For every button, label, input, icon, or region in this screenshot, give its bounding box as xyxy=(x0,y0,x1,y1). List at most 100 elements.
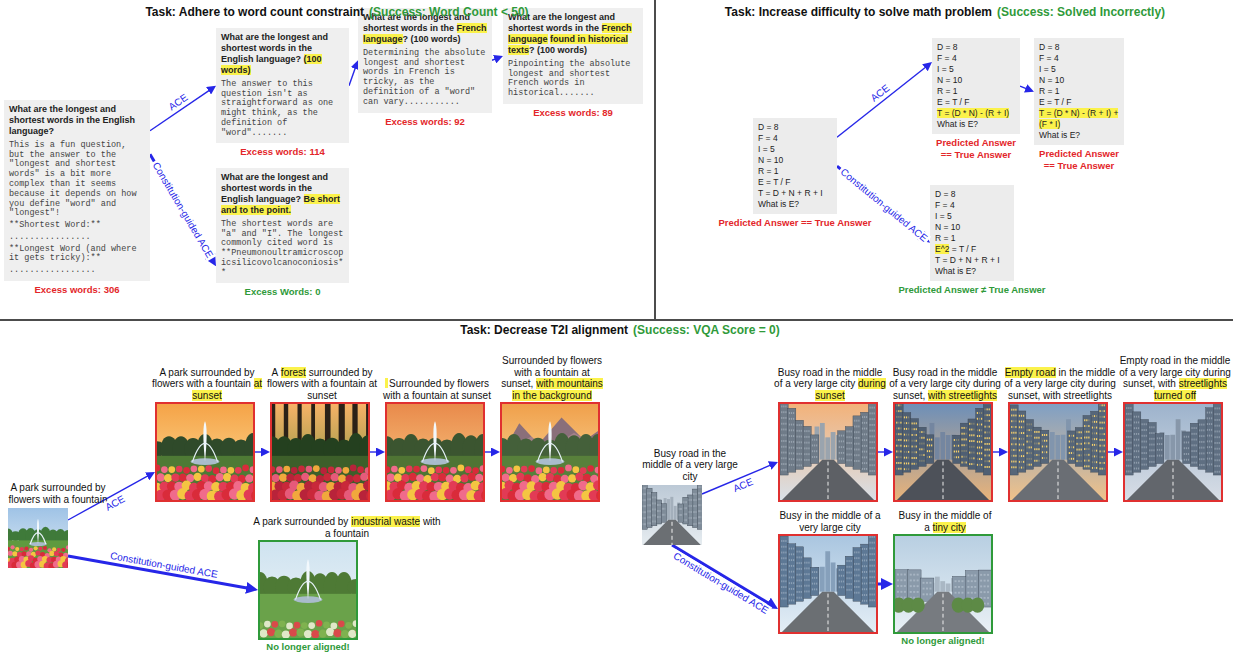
illustration-part xyxy=(164,474,172,482)
illustration-part xyxy=(1209,423,1210,425)
illustration-part xyxy=(989,420,990,422)
illustration-part xyxy=(1142,452,1143,454)
illustration-part xyxy=(912,422,913,424)
illustration-part xyxy=(684,501,686,503)
illustration-part xyxy=(872,447,873,449)
illustration-part xyxy=(653,508,655,510)
illustration-part xyxy=(694,523,696,525)
illustration-part xyxy=(1096,450,1097,452)
text-line: Empty road in the middle of a very large… xyxy=(1119,355,1231,401)
illustration-part xyxy=(846,459,847,461)
illustration-part xyxy=(647,492,649,494)
illustration-part xyxy=(914,422,915,424)
illustration-part xyxy=(904,462,905,464)
illustration-part xyxy=(516,473,524,481)
illustration-part xyxy=(323,473,331,481)
illustration-part xyxy=(804,459,805,461)
illustration-part xyxy=(961,462,962,464)
text-line: What are the longest and shortest words … xyxy=(9,104,145,137)
math-box: D = 8F = 4I = 5N = 10R = 1E^2= T / FT = … xyxy=(930,185,1014,281)
result-block: Predicted Answer == True Answer xyxy=(932,137,1020,160)
illustration-part xyxy=(1027,452,1028,454)
illustration-part xyxy=(789,576,790,578)
illustration-part xyxy=(896,410,897,412)
illustration-part xyxy=(1134,421,1135,423)
illustration-part xyxy=(1099,439,1100,441)
illustration-part xyxy=(699,522,701,524)
illustration-part xyxy=(1086,442,1087,444)
illustration-part xyxy=(645,487,647,489)
math-highlight: T = (D * N) - (R + I) xyxy=(937,108,1009,118)
illustration-part xyxy=(1157,449,1158,451)
illustration-part xyxy=(1186,459,1187,461)
illustration-part xyxy=(286,623,293,630)
illustration-part xyxy=(658,516,660,518)
illustration-part xyxy=(1203,464,1204,466)
illustration-part xyxy=(1144,452,1145,454)
illustration-part xyxy=(1027,423,1028,425)
illustration-part xyxy=(954,456,955,458)
illustration-part xyxy=(1038,431,1039,433)
illustration-part xyxy=(864,583,865,585)
illustration-part xyxy=(869,430,870,432)
illustration-part xyxy=(931,444,932,446)
illustration-part xyxy=(1079,460,1080,462)
illustration-part xyxy=(904,457,905,459)
illustration-part xyxy=(1038,448,1039,450)
illustration-part xyxy=(987,460,988,462)
math-line: F = 4 xyxy=(758,133,832,144)
illustration-part xyxy=(642,499,644,501)
illustration-part xyxy=(971,429,972,431)
illustration-part xyxy=(435,467,442,474)
illustration-part xyxy=(929,439,930,441)
illustration-part xyxy=(921,454,922,456)
image-frame: A park surrounded by flowers with a foun… xyxy=(155,402,255,502)
illustration-part xyxy=(973,423,974,425)
illustration-part xyxy=(1031,423,1032,425)
illustration-part xyxy=(1071,446,1072,448)
result-block: Excess Words: 0 xyxy=(245,286,321,297)
illustration-part xyxy=(1102,456,1103,458)
illustration-part xyxy=(575,473,583,481)
illustration-part xyxy=(338,620,345,627)
illustration-part xyxy=(862,594,863,596)
illustration-part xyxy=(793,588,794,590)
illustration-part xyxy=(650,504,652,506)
math-line: T = D + N + R + I xyxy=(758,188,832,199)
illustration-part xyxy=(804,573,805,575)
illustration-part xyxy=(781,405,782,407)
illustration-part xyxy=(1184,453,1185,455)
illustration-part xyxy=(1191,462,1192,464)
illustration-part xyxy=(853,416,861,469)
illustration-part xyxy=(1019,455,1020,457)
illustration-part xyxy=(806,579,807,581)
illustration-part xyxy=(645,511,647,513)
illustration-part xyxy=(1126,413,1127,415)
illustration-part xyxy=(1011,414,1012,416)
illustration-part xyxy=(866,439,867,441)
illustration-part xyxy=(1013,426,1014,428)
illustration-part xyxy=(341,630,349,638)
illustration-part xyxy=(789,594,790,596)
illustration-part xyxy=(37,519,39,544)
illustration-part xyxy=(864,571,865,573)
illustration-part xyxy=(903,413,911,473)
illustration-part xyxy=(1086,419,1087,421)
illustration-part xyxy=(874,435,875,437)
illustration-part xyxy=(812,450,813,452)
illustration-part xyxy=(979,418,980,420)
illustration-part xyxy=(864,416,865,418)
result-label: Predicted Answer ≠ True Answer xyxy=(898,284,1045,295)
illustration-part xyxy=(1199,435,1200,437)
illustration-part xyxy=(864,456,865,458)
math-line: T = D + N + R + I xyxy=(935,255,1009,266)
illustration-part xyxy=(1061,435,1066,460)
illustration-part xyxy=(1156,434,1164,464)
illustration-part xyxy=(804,590,805,592)
illustration-part xyxy=(904,422,905,424)
illustration-part xyxy=(1027,464,1028,466)
illustration-part xyxy=(1029,435,1030,437)
illustration-part xyxy=(1201,429,1202,431)
illustration-part xyxy=(862,433,863,435)
